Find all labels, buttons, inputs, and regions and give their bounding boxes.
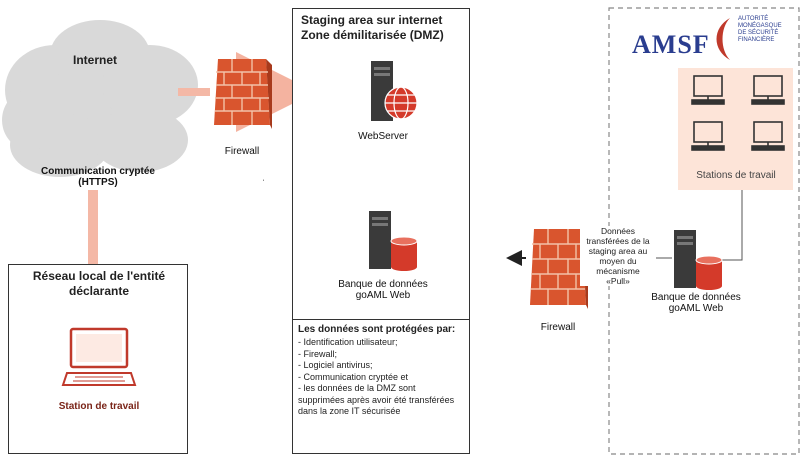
amsf-stations-label: Stations de travail: [696, 170, 776, 181]
amsf-subtitle-line: FINANCIÈRE: [738, 37, 775, 43]
transfer-note-line: Données: [600, 226, 636, 236]
comm-label: Communication cryptée (HTTPS): [28, 166, 168, 188]
amsf-subtitle-line: DE SÉCURITÉ: [738, 30, 779, 36]
local-title-line2: déclarante: [68, 284, 130, 298]
firewall-left-icon: [214, 59, 272, 129]
amsf-subtitle-line: MONÉGASQUE: [738, 23, 782, 29]
firewall-left-label: Firewall: [224, 146, 260, 157]
transfer-note: Données transférées de la staging area a…: [580, 226, 656, 286]
amsf-db-label: Banque de données goAML Web: [636, 292, 756, 314]
amsf-subtitle: AUTORITÉ MONÉGASQUE DE SÉCURITÉ FINANCIÈ…: [738, 16, 782, 44]
transfer-note-line: «Pull»: [606, 276, 630, 286]
tick-mark: ˈ: [262, 178, 265, 188]
local-title: Réseau local de l'entité déclarante: [9, 269, 189, 299]
protection-item: dans la zone IT sécurisée: [298, 406, 401, 416]
amsf-logo-swoosh: [716, 18, 730, 60]
firewall-right-label: Firewall: [540, 322, 576, 333]
dmz-title-line1: Staging area sur internet: [301, 13, 443, 27]
protection-title: Les données sont protégées par:: [298, 324, 456, 335]
protection-item: supprimées après avoir été transférées: [298, 394, 455, 405]
dmz-title: Staging area sur internet Zone démilitar…: [301, 13, 444, 43]
protection-item: - Firewall;: [298, 348, 338, 359]
local-network-box: Réseau local de l'entité déclarante Stat…: [8, 264, 188, 454]
amsf-stations-icons: [691, 75, 785, 151]
comm-line1: Communication cryptée: [41, 166, 155, 177]
amsf-db-label-line2: goAML Web: [668, 303, 724, 314]
dmz-database-icon: [369, 211, 418, 271]
protection-item: - Communication cryptée et: [298, 371, 409, 382]
cloud-to-local-link: [88, 190, 98, 265]
protection-item: - les données de la DMZ sont: [298, 383, 416, 393]
transfer-note-line: moyen du: [599, 256, 637, 266]
amsf-db-label-line1: Banque de données: [651, 292, 741, 303]
local-title-line1: Réseau local de l'entité: [32, 269, 166, 283]
dmz-db-label-line2: goAML Web: [355, 290, 411, 301]
comm-line2: (HTTPS): [78, 177, 118, 188]
webserver-icon: [371, 61, 418, 121]
dmz-db-label: Banque de données goAML Web: [323, 279, 443, 301]
monitor-icon: [691, 121, 725, 151]
protection-list: - Identification utilisateur; - Firewall…: [298, 337, 464, 418]
protection-item: - Identification utilisateur;: [298, 337, 398, 347]
amsf-logo-text: AMSF: [632, 30, 710, 59]
transfer-note-line: mécanisme: [596, 266, 640, 276]
transfer-note-line: transférées de la: [586, 236, 650, 246]
local-workstation-icon: [61, 327, 137, 386]
internet-label: Internet: [73, 53, 118, 67]
amsf-database-icon: [674, 230, 723, 290]
stations-to-db-line: [716, 190, 743, 261]
dmz-title-line2: Zone démilitarisée (DMZ): [301, 28, 444, 42]
webserver-label: WebServer: [358, 131, 408, 142]
stations-panel: [678, 68, 793, 190]
monitor-icon: [751, 75, 785, 105]
dmz-box: Staging area sur internet Zone démilitar…: [292, 8, 470, 454]
monitor-icon: [691, 75, 725, 105]
protection-item: - Logiciel antivirus;: [298, 360, 373, 370]
local-station-label: Station de travail: [58, 401, 140, 412]
transfer-note-line: staging area au: [588, 246, 648, 256]
protection-box: Les données sont protégées par: - Identi…: [292, 319, 470, 454]
amsf-subtitle-line: AUTORITÉ: [738, 16, 769, 22]
monitor-icon: [751, 121, 785, 151]
internet-cloud: [2, 20, 198, 177]
dmz-db-label-line1: Banque de données: [338, 279, 428, 290]
